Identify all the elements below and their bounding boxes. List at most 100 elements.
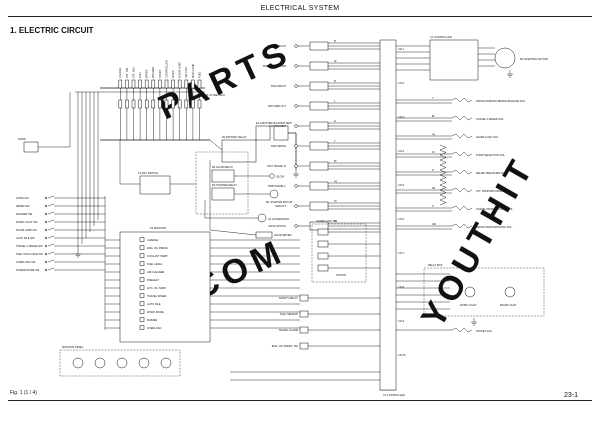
horn-symbol — [23, 141, 39, 153]
page-header: ELECTRICAL SYSTEM — [260, 5, 340, 12]
monitor-item-label: COOLANT TEMP. — [147, 254, 168, 258]
lower-device-label: ENG. OIL PRESS. SW — [272, 344, 299, 348]
twisted-pair — [439, 154, 447, 161]
switch-terminal — [44, 204, 48, 208]
fuse-box-label: F1 FUSE BOX — [205, 93, 225, 97]
option-switch — [317, 252, 329, 260]
fuse-label: AIR CON — [184, 67, 188, 78]
pressure-switch-symbol — [294, 104, 298, 108]
option-label: OPTION — [336, 273, 346, 277]
connector-label: CN-7 — [398, 251, 405, 255]
wire-color-label: L — [334, 99, 336, 103]
ps-connector — [309, 41, 329, 51]
pressure-switch-label: SW4 ARM OUT — [268, 104, 287, 108]
wire-color-label: Br — [334, 159, 337, 163]
glow-plug-label: GLOW — [276, 175, 284, 179]
switch-contact — [47, 227, 55, 231]
wire-color-label: R — [334, 79, 336, 83]
ps-connector — [309, 61, 329, 71]
switch-contact — [47, 219, 55, 223]
fuse-symbol — [131, 99, 136, 109]
twisted-pair — [439, 199, 447, 206]
input-switch-label: WIPER SW — [16, 204, 30, 208]
monitor-lamp — [139, 269, 145, 274]
twisted-pair — [439, 169, 447, 176]
fuse-label: WASHER — [151, 67, 155, 78]
solenoid-coil — [451, 133, 473, 139]
fuse-symbol — [138, 79, 142, 89]
relay-box-label: RELAY BOX — [428, 263, 443, 267]
fuse-symbol — [164, 99, 169, 109]
wire-color-label: Or — [334, 199, 337, 203]
wire-color-label: GR — [432, 222, 436, 226]
input-switch-label: TRAVEL 2-SPEED SW — [16, 244, 43, 248]
ps-connector — [309, 121, 329, 131]
fuse-symbol — [144, 99, 149, 109]
fuse-symbol — [177, 99, 182, 109]
pressure-switch-symbol — [294, 224, 298, 228]
glow-relay-label: R2 GLOW RELAY — [212, 165, 233, 169]
fuse-symbol — [184, 79, 189, 89]
starter-relay-label: R3 STARTER RELAY — [212, 183, 237, 187]
fuse-symbol — [138, 99, 142, 109]
fuse-label: CANCEL — [118, 67, 122, 78]
page-number: 23-1 — [563, 392, 578, 399]
section-title: 1. ELECTRIC CIRCUIT — [10, 26, 94, 35]
input-switch-label: ONE TOUCH IDLE SW — [16, 252, 43, 256]
hour-meter — [255, 231, 273, 239]
alternator-label: G1 ALTERNATOR — [268, 217, 289, 221]
pressure-switch-label: SW9 ATT — [275, 204, 286, 208]
monitor-item-label: WORK MODE — [147, 310, 164, 314]
fuse-symbol — [118, 79, 123, 89]
starter-motor-symbol — [269, 189, 279, 199]
stepping-motor-symbol — [494, 47, 516, 69]
ps-connector — [309, 141, 329, 151]
alt-wire — [204, 200, 258, 219]
switch-terminal — [44, 236, 48, 240]
pressure-switch-label: SW1 BOOM UP — [267, 44, 286, 48]
twisted-pair — [439, 164, 447, 171]
monitor-box — [119, 231, 211, 343]
battery-relay — [221, 139, 257, 163]
battery-a-label: E1-A BATTERY — [256, 121, 274, 125]
connector-label: CN-1 — [398, 47, 405, 51]
solenoid-label: PUMP SELECTION SOL. — [476, 153, 506, 157]
wire-color-label: Lg — [334, 179, 337, 183]
lower-device — [299, 310, 309, 318]
pressure-switch-symbol — [294, 164, 298, 168]
switch-contact — [47, 203, 55, 207]
figure-caption: Fig. 1 (1 / 4) — [10, 390, 37, 396]
connector-label: CN-2 — [398, 81, 405, 85]
twisted-pair — [439, 184, 447, 191]
fuse-symbol — [151, 99, 156, 109]
monitor-lamp — [139, 285, 145, 290]
fuse-label: ATT. SW — [125, 67, 129, 78]
gauge-dial — [72, 357, 84, 369]
twisted-pair — [439, 194, 447, 201]
twisted-pair — [439, 174, 447, 181]
fuse-symbol — [158, 99, 162, 109]
pressure-switch-label: SW5 BUCKET — [269, 124, 286, 128]
pressure-switch-label: SW7 TRAVEL R — [267, 164, 286, 168]
monitor-lamp — [139, 261, 145, 266]
wire-color-label: B — [334, 39, 336, 43]
work-light-label: WORK LIGHT — [460, 303, 477, 307]
connector-label: CN-8 — [398, 285, 405, 289]
input-switch-label: OVERLOAD SW — [16, 260, 36, 264]
input-switch-label: POWER MODE SW — [16, 268, 40, 272]
controller-strip — [379, 39, 397, 391]
fuse-label: CONTROLLER — [164, 60, 168, 78]
twisted-pair — [439, 144, 447, 151]
pressure-switch-symbol — [294, 44, 298, 48]
fuse-symbol — [144, 79, 149, 89]
battery-b-label: E1-B BATTERY — [274, 121, 292, 125]
monitor-lamp — [139, 309, 145, 314]
switch-terminal — [44, 220, 48, 224]
boom-light-label: BOOM LIGHT — [500, 303, 517, 307]
gauge-dial — [116, 357, 128, 369]
fuse-label: MAIN LAMP — [191, 63, 195, 78]
fuse-label: ENG — [138, 72, 142, 78]
fuse-label: ATT. AUX — [131, 67, 135, 78]
ps-connector — [309, 101, 329, 111]
